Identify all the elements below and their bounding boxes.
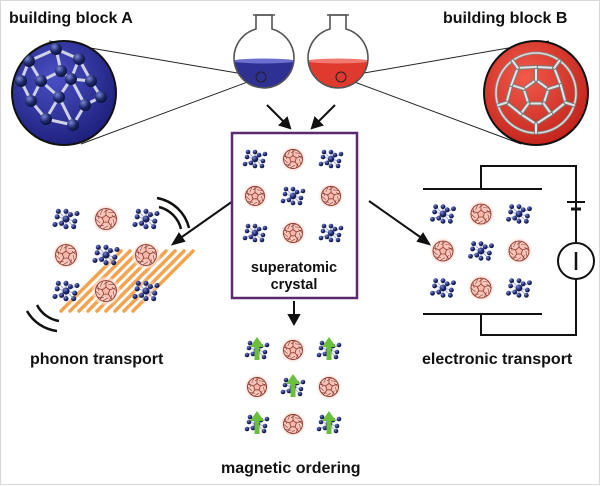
fullerene-icon [91,276,121,306]
battery-icon [567,166,585,242]
label-phonon-transport: phonon transport [30,351,164,368]
fullerene-icon [51,240,81,270]
electronic-crystal-grid [429,200,533,302]
label-magnetic-ordering: magnetic ordering [221,460,361,477]
fullerene-icon [316,374,342,400]
arrows [170,104,432,327]
phonon-stripes [59,249,195,313]
spin-arrow-icon [250,411,264,434]
central-crystal-grid [242,146,344,246]
phonon-wave-arcs [25,196,191,333]
label-crystal: crystal [271,277,318,293]
fullerene-icon [280,146,306,172]
cluster-icon [506,275,532,301]
cluster-icon [318,221,344,245]
fullerene-icon [244,374,270,400]
building-block-a-zoom [11,40,117,146]
fullerene-icon [467,200,495,228]
cluster-icon [242,221,268,245]
fullerene-icon [318,183,344,209]
fullerene-icon [505,237,533,265]
fullerene-icon [429,237,457,265]
spin-arrow-icon [322,411,336,434]
spin-arrow-icon [286,374,300,397]
fullerene-icon [280,411,306,437]
label-electronic-transport: electronic transport [422,351,573,368]
zoom-lines [48,40,550,145]
spin-arrow-icon [250,337,264,360]
fullerene-icon [467,274,495,302]
cluster-icon [132,205,160,233]
fullerene-icon [131,240,161,270]
cluster-icon [280,184,306,208]
spin-arrow-icon [322,337,336,360]
cluster-icon [92,241,120,269]
label-building-block-b: building block B [443,10,567,27]
cluster-icon [52,205,80,233]
circuit [423,165,577,336]
cluster-icon [430,275,456,301]
cluster-icon [506,201,532,227]
label-building-block-a: building block A [9,10,133,27]
ammeter-icon [557,242,595,280]
cluster-icon [242,147,268,171]
cluster-icon [318,147,344,171]
magnetic-crystal-grid [244,337,342,437]
flask-red-icon [307,14,369,89]
cluster-icon [132,277,160,305]
fullerene-icon [91,204,121,234]
fullerene-icon [242,183,268,209]
fullerene-icon [280,220,306,246]
phonon-crystal-grid [51,204,161,306]
fullerene-icon [280,337,306,363]
building-block-b-zoom [483,40,589,146]
cluster-icon [430,201,456,227]
label-superatomic: superatomic [251,260,337,276]
cluster-icon [468,238,494,264]
cluster-icon [52,277,80,305]
flask-blue-icon [233,14,295,89]
